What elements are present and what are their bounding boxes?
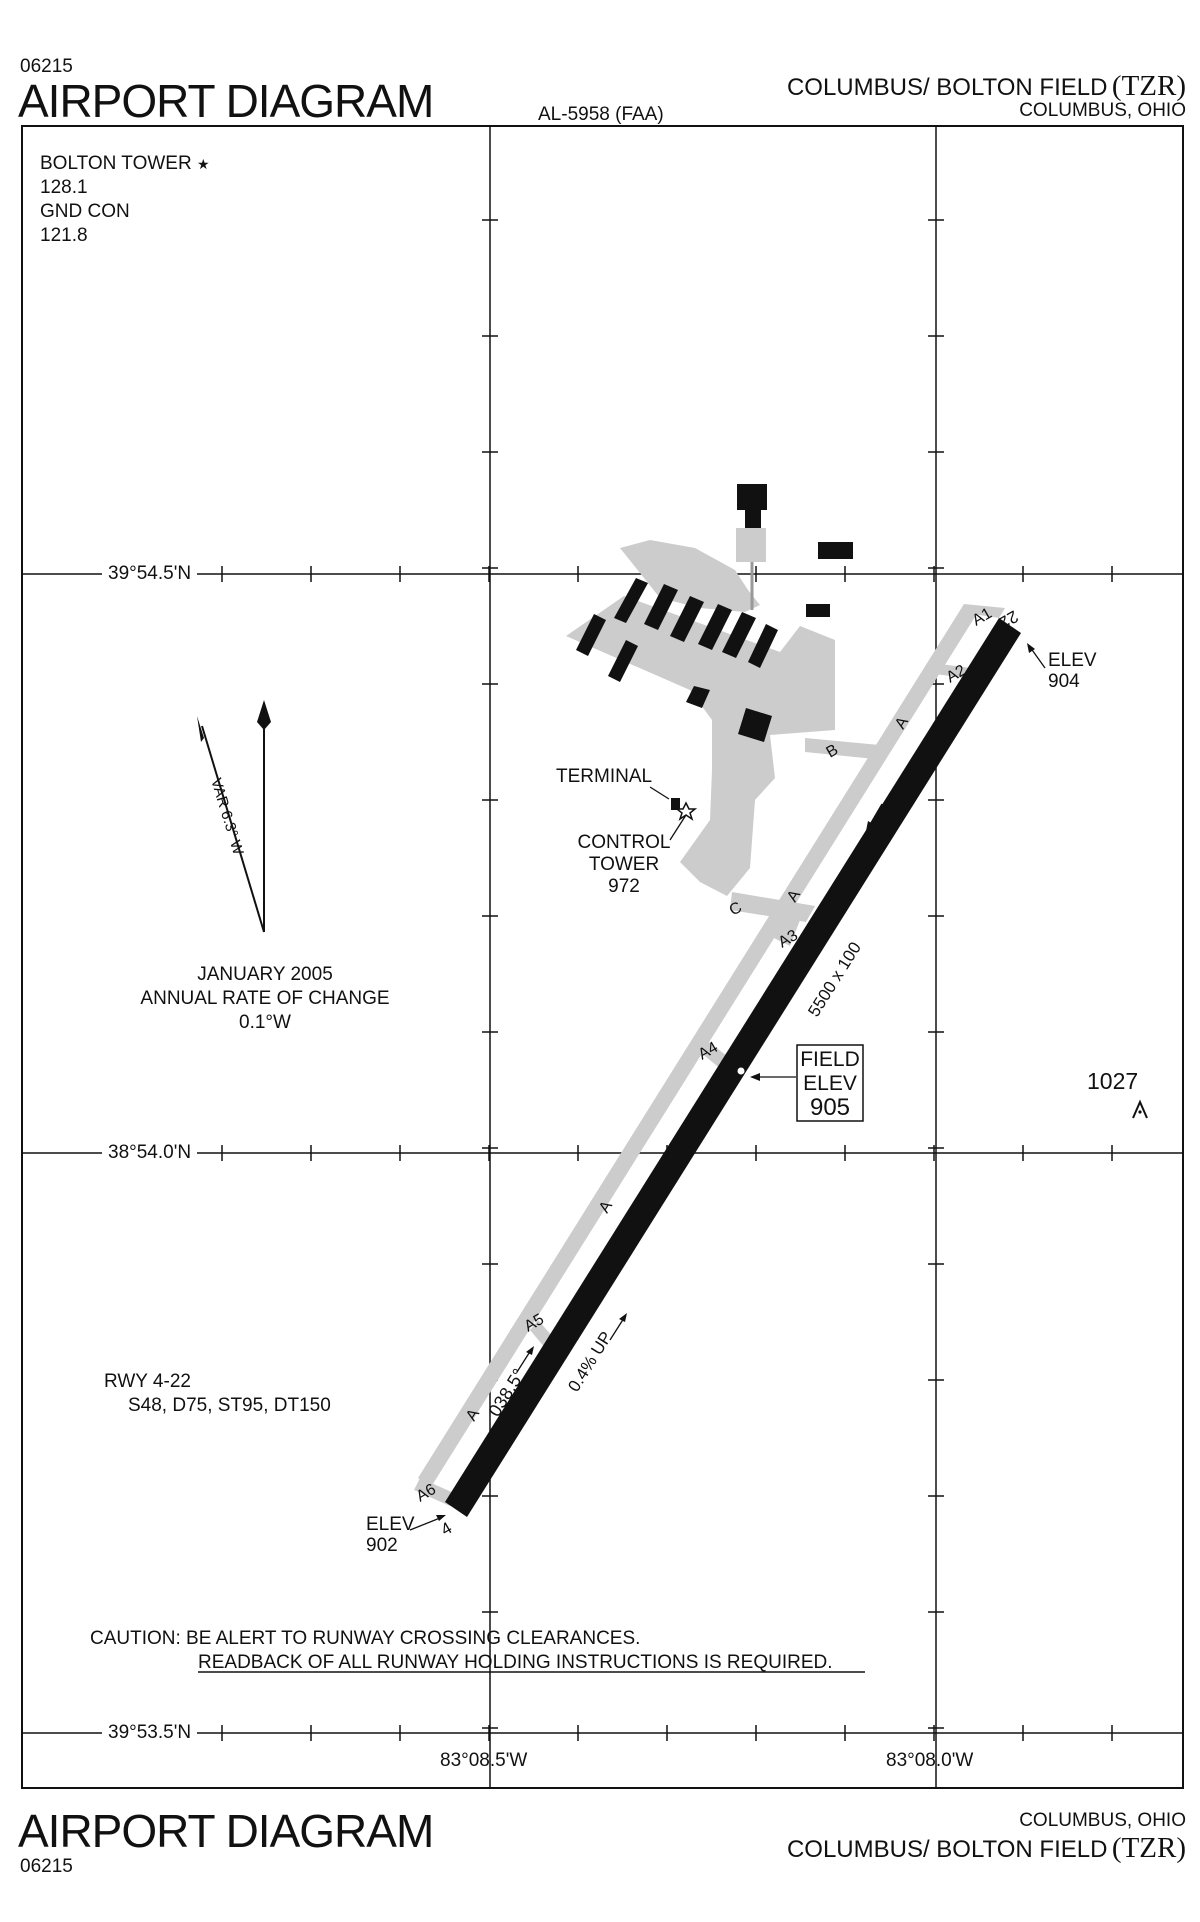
caution-line2: READBACK OF ALL RUNWAY HOLDING INSTRUCTI… (198, 1652, 833, 1673)
obstacle-elev: 1027 (1087, 1068, 1139, 1094)
lon-label-right: 83°08.0'W (886, 1750, 974, 1771)
chart-title: AIRPORT DIAGRAM (18, 75, 434, 127)
frequencies-block: BOLTON TOWER ★ 128.1 GND CON 121.8 (40, 152, 210, 248)
elev-4-value: 902 (366, 1535, 398, 1556)
footer-chart-number: 06215 (20, 1856, 73, 1877)
caution-line1: CAUTION: BE ALERT TO RUNWAY CROSSING CLE… (90, 1628, 641, 1649)
taxiway-b (805, 738, 890, 760)
lat-label-top: 39°54.5'N (102, 563, 198, 585)
elev-22-block: ELEV 904 (1048, 650, 1097, 692)
tower-label: BOLTON TOWER (40, 153, 192, 174)
taxiway-a (418, 604, 978, 1487)
diagram-frame (21, 125, 1184, 1789)
control-tower-label: CONTROL TOWER 972 (572, 832, 676, 898)
chart-id: AL-5958 (FAA) (538, 104, 664, 125)
runway-strength-title: RWY 4-22 (104, 1371, 191, 1392)
runway-4-22 (445, 618, 1021, 1517)
obstacle-icon (1132, 1099, 1148, 1119)
footer-airport-name: COLUMBUS/ BOLTON FIELD (786, 1836, 1108, 1863)
elev-4-label: ELEV (366, 1514, 415, 1535)
field-elev-line2: ELEV (803, 1072, 857, 1095)
hangars (576, 484, 853, 742)
runway-strength-block: RWY 4-22 S48, D75, ST95, DT150 (104, 1370, 331, 1418)
variation-date: JANUARY 2005 (197, 964, 333, 985)
taxiway-c (730, 892, 815, 922)
tower-frequency: 128.1 (40, 177, 88, 198)
control-tower-line1: CONTROL (577, 832, 671, 853)
control-tower-elev: 972 (608, 876, 640, 897)
elev-22-value: 904 (1048, 671, 1080, 692)
apron-access (736, 528, 766, 562)
magnetic-north-arrow-icon (197, 716, 204, 742)
magnetic-north-line (201, 725, 265, 933)
tower-star-icon: ★ (196, 156, 210, 172)
elev-22-label: ELEV (1048, 650, 1097, 671)
true-north-arrow-icon (257, 700, 271, 730)
taxiway-a3 (770, 912, 800, 946)
field-elev-value: 905 (809, 1094, 851, 1121)
footer-city-state: COLUMBUS, OHIO (1019, 1810, 1186, 1831)
field-elev-label: FIELD ELEV 905 (797, 1048, 863, 1120)
header-airport-block: COLUMBUS/ BOLTON FIELD (TZR) (787, 70, 1186, 103)
terminal-building (671, 798, 680, 810)
apron-north (620, 540, 760, 612)
grid-ticks (221, 219, 1113, 1741)
airport-code: (TZR) (1111, 70, 1186, 102)
variation-rate-label: ANNUAL RATE OF CHANGE (140, 988, 390, 1009)
field-elev-point (737, 1067, 745, 1075)
chart-number: 06215 (20, 56, 73, 77)
ground-label: GND CON (40, 201, 130, 222)
city-state: COLUMBUS, OHIO (1019, 100, 1186, 121)
variation-rate-value: 0.1°W (239, 1012, 291, 1033)
variation-block: JANUARY 2005 ANNUAL RATE OF CHANGE 0.1°W (100, 963, 430, 1035)
footer-airport-code: (TZR) (1111, 1832, 1186, 1864)
taxiway-a1 (960, 604, 1005, 618)
field-elev-box (796, 1044, 864, 1122)
taxiway-a6 (414, 1478, 456, 1506)
airport-name: COLUMBUS/ BOLTON FIELD (786, 74, 1108, 101)
footer-airport-block: COLUMBUS/ BOLTON FIELD (TZR) (787, 1832, 1186, 1865)
runway-end-4: 4 (438, 1518, 456, 1539)
variation-label: VAR 6.3° W (207, 776, 247, 857)
field-elev-line1: FIELD (800, 1048, 860, 1071)
control-tower-line2: TOWER (588, 854, 660, 875)
lat-label-mid: 38°54.0'N (102, 1142, 198, 1164)
apron (566, 596, 835, 896)
terminal-label: TERMINAL (556, 766, 653, 787)
elev-4-block: ELEV 902 (366, 1514, 415, 1556)
footer-title: AIRPORT DIAGRAM (18, 1805, 434, 1857)
lon-label-left: 83°08.5'W (440, 1750, 528, 1771)
runway-strength-values: S48, D75, ST95, DT150 (128, 1395, 331, 1416)
ground-frequency: 121.8 (40, 225, 88, 246)
lat-label-bottom: 39°53.5'N (102, 1722, 198, 1744)
